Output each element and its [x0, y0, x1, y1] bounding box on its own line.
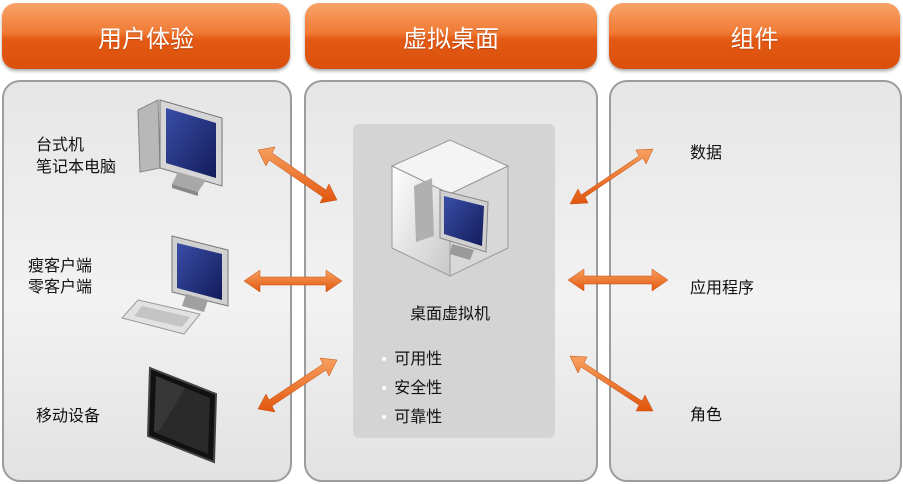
label-mobile-device: 移动设备: [36, 406, 101, 425]
arrow-mobile-to-vm: [257, 357, 338, 413]
feature-security: 安全性: [380, 374, 442, 403]
arrow-vm-to-data: [569, 148, 654, 205]
tablet-icon: [146, 366, 218, 464]
label-laptop: 笔记本电脑: [36, 157, 117, 176]
virtual-machine-icon: [390, 139, 510, 277]
label-roles: 角色: [690, 405, 723, 424]
arrow-thin-client-to-vm: [243, 269, 343, 293]
arrow-vm-to-roles: [569, 355, 654, 412]
label-desktop: 台式机: [36, 135, 85, 154]
header-user-experience: 用户体验: [2, 3, 290, 69]
header-virtual-desktop: 虚拟桌面: [305, 3, 597, 69]
arrow-vm-to-applications: [567, 268, 669, 292]
label-applications: 应用程序: [690, 278, 755, 297]
vm-feature-list: 可用性 安全性 可靠性: [380, 345, 442, 432]
thin-client-icon: [121, 235, 229, 335]
label-desktop-vm: 桌面虚拟机: [410, 304, 491, 323]
feature-availability: 可用性: [380, 345, 442, 374]
label-thin-client: 瘦客户端: [28, 256, 93, 275]
arrow-desktop-to-vm: [257, 146, 338, 204]
label-data: 数据: [690, 143, 723, 162]
desktop-computer-icon: [137, 99, 223, 196]
label-zero-client: 零客户端: [28, 277, 93, 296]
feature-reliability: 可靠性: [380, 403, 442, 432]
header-components: 组件: [609, 3, 900, 69]
